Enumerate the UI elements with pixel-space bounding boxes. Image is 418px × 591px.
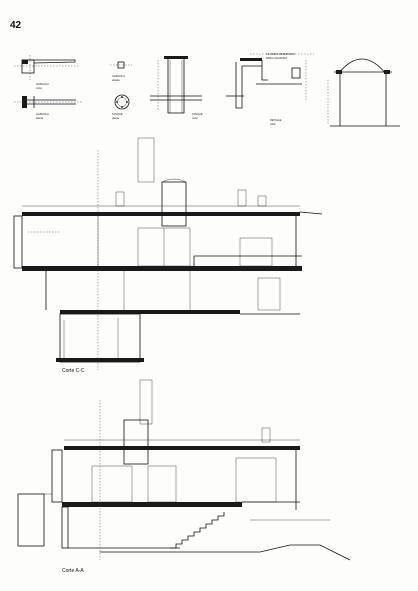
detail4-label-sub: vista xyxy=(270,123,276,126)
tank-section-label-sub: corte xyxy=(192,117,198,120)
detail1b-label: GARGOLA xyxy=(36,113,49,116)
detail1b-label-sub: planta xyxy=(36,117,44,120)
detail1-label: GARGOLA xyxy=(36,83,49,86)
section-aa-caption: Corte A-A xyxy=(62,568,84,574)
detail2-label: GARGOLA xyxy=(112,75,125,78)
section-cc-drawing xyxy=(13,137,323,370)
section-cc-caption: Corte C-C xyxy=(62,368,85,374)
tank-plan-label-sub: planta xyxy=(112,117,120,120)
detail2-label-sub: alzado xyxy=(112,79,120,82)
detail-tank-plan xyxy=(110,61,132,110)
detail-spout-section xyxy=(14,55,80,80)
section-aa-drawing xyxy=(17,379,351,561)
detail1-label-sub: corte xyxy=(36,87,42,90)
tank-plan-label: TANQUE xyxy=(112,113,123,116)
page-number: 42 xyxy=(10,20,22,31)
detail-parapet xyxy=(226,53,314,109)
detail4-note-b: PARA LAVADORA xyxy=(266,57,288,60)
detail-spout-plan xyxy=(14,96,82,108)
detail4-label: DETALLE xyxy=(270,119,282,122)
detail4-note-a: CILINDRO RESERVADO xyxy=(266,53,296,56)
detail-tank-section xyxy=(150,56,202,114)
detail-vault xyxy=(327,58,400,127)
tank-section-label: TANQUE xyxy=(192,113,203,116)
